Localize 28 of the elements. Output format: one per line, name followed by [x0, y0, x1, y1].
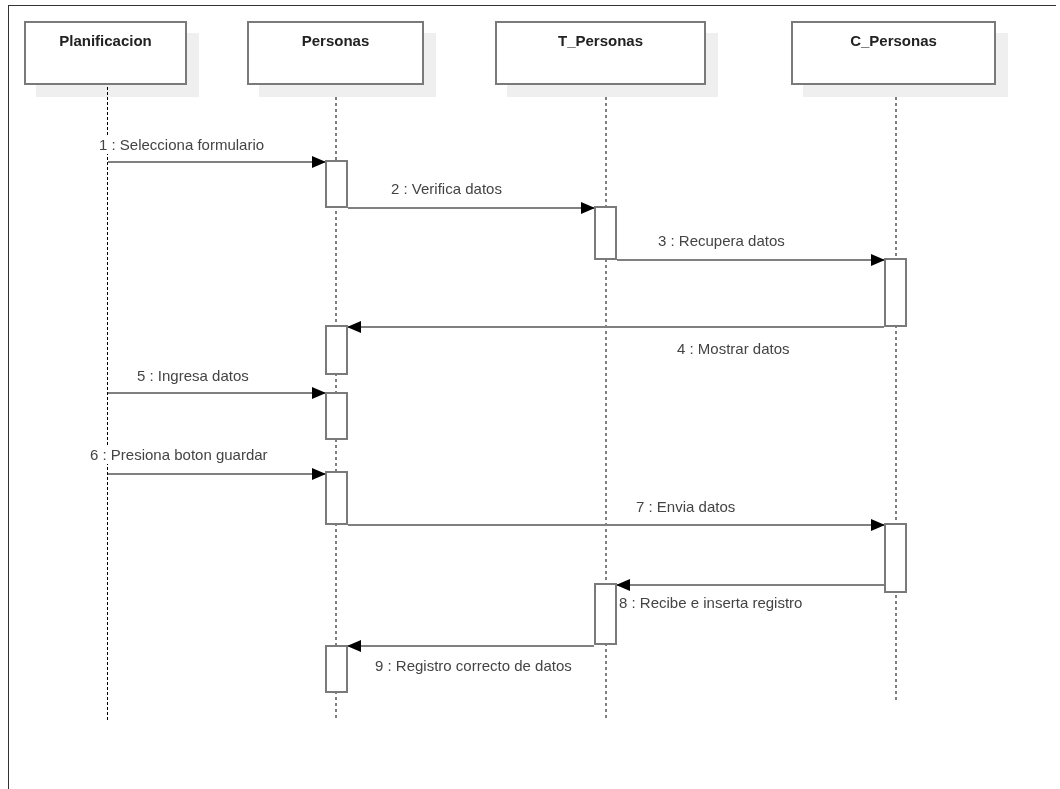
message-label: 3 : Recupera datos [657, 232, 786, 250]
message-arrow [616, 254, 885, 266]
message-arrow [107, 468, 326, 480]
participant-name: C_Personas [850, 32, 937, 49]
message-arrow [347, 640, 595, 652]
message-arrow [107, 156, 326, 168]
activation-bar [884, 258, 907, 327]
activation-bar [325, 325, 348, 375]
activation-bar [325, 392, 348, 440]
activation-bar [884, 523, 907, 593]
message-arrow [347, 519, 885, 531]
activation-bar [594, 206, 617, 260]
activation-bar [325, 160, 348, 208]
message-label: 8 : Recibe e inserta registro [618, 594, 804, 612]
message-label: 9 : Registro correcto de datos [374, 657, 573, 675]
message-label: 6 : Presiona boton guardar [89, 446, 269, 464]
activation-bar [594, 583, 617, 645]
activation-bar [325, 471, 348, 525]
message-label: 5 : Ingresa datos [136, 367, 250, 385]
message-arrow [347, 321, 885, 333]
message-arrow [347, 202, 595, 214]
message-arrow [107, 387, 326, 399]
participant-name: Personas [301, 32, 370, 49]
participant-name: T_Personas [557, 32, 643, 49]
message-arrow [616, 579, 885, 591]
participant-name: Planificacion [59, 32, 152, 49]
activation-bar [325, 645, 348, 693]
message-label: 1 : Selecciona formulario [98, 136, 266, 154]
